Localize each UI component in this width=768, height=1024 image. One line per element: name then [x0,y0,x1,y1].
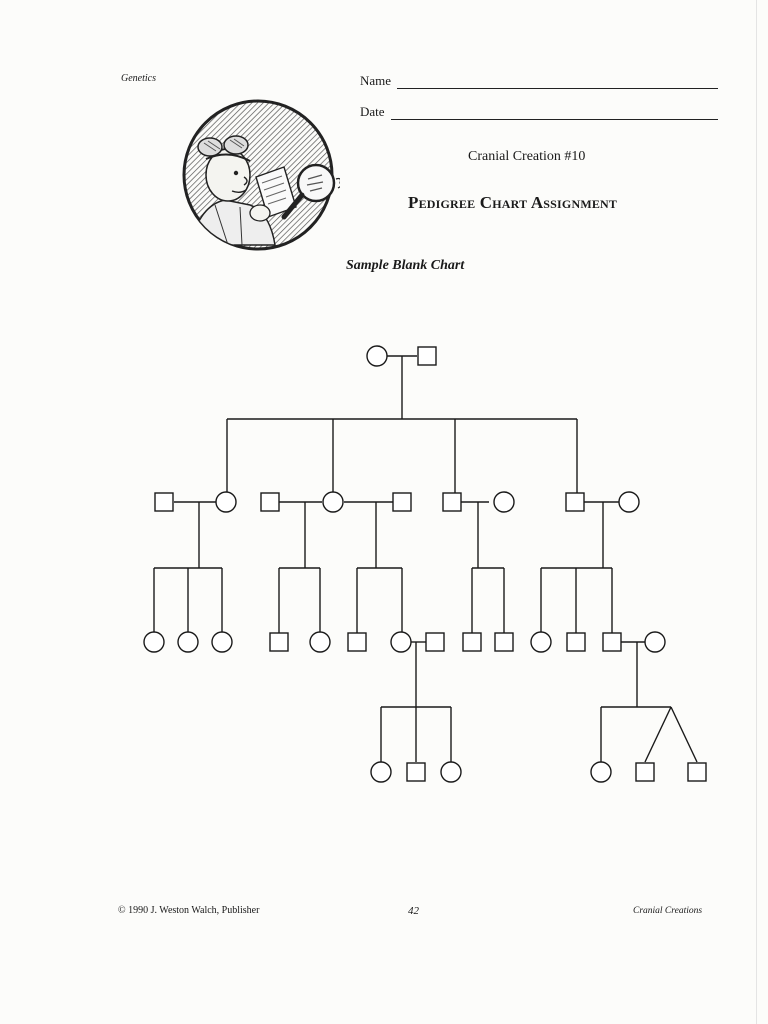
book-title: Cranial Creations [633,906,703,916]
pedigree-female-symbol [530,631,552,653]
pedigree-female-symbol [590,761,612,783]
name-label: Name [360,73,392,88]
name-field[interactable]: Name [360,73,718,89]
pedigree-male-symbol [565,492,585,512]
pedigree-female-symbol [370,761,392,783]
pedigree-male-symbol [425,632,445,652]
pedigree-male-symbol [154,492,174,512]
pedigree-male-symbol [494,632,514,652]
pedigree-female-symbol [366,345,388,367]
pedigree-male-symbol [406,762,426,782]
copyright-notice: © 1990 J. Weston Walch, Publisher [118,905,260,916]
pedigree-male-symbol [566,632,586,652]
pedigree-male-symbol [392,492,412,512]
pedigree-male-symbol [417,346,437,366]
date-field[interactable]: Date [360,104,718,120]
page-title: Pedigree Chart Assignment [408,193,618,212]
date-label: Date [360,104,385,119]
pedigree-male-symbol [260,492,280,512]
creation-number: Cranial Creation #10 [468,149,586,164]
pedigree-female-symbol [309,631,331,653]
pedigree-male-symbol [442,492,462,512]
chart-subtitle: Sample Blank Chart [346,258,465,273]
pedigree-male-symbol [347,632,367,652]
name-blank-line[interactable] [397,78,718,89]
pedigree-female-symbol [390,631,412,653]
pedigree-lines [153,355,698,763]
pedigree-male-symbol [269,632,289,652]
page-edge-line [756,0,757,1024]
pedigree-female-symbol [177,631,199,653]
scientist-with-magnifying-glass-icon [182,99,340,251]
pedigree-female-symbol [618,491,640,513]
pedigree-male-symbol [687,762,707,782]
subject-label: Genetics [121,73,156,84]
pedigree-female-symbol [215,491,237,513]
pedigree-male-symbol [462,632,482,652]
pedigree-female-symbol [211,631,233,653]
pedigree-female-symbol [322,491,344,513]
pedigree-female-symbol [143,631,165,653]
pedigree-male-symbol [635,762,655,782]
pedigree-female-symbol [440,761,462,783]
pedigree-female-symbol [644,631,666,653]
date-blank-line[interactable] [390,109,718,120]
page-number: 42 [408,905,419,917]
pedigree-female-symbol [493,491,515,513]
pedigree-male-symbol [602,632,622,652]
